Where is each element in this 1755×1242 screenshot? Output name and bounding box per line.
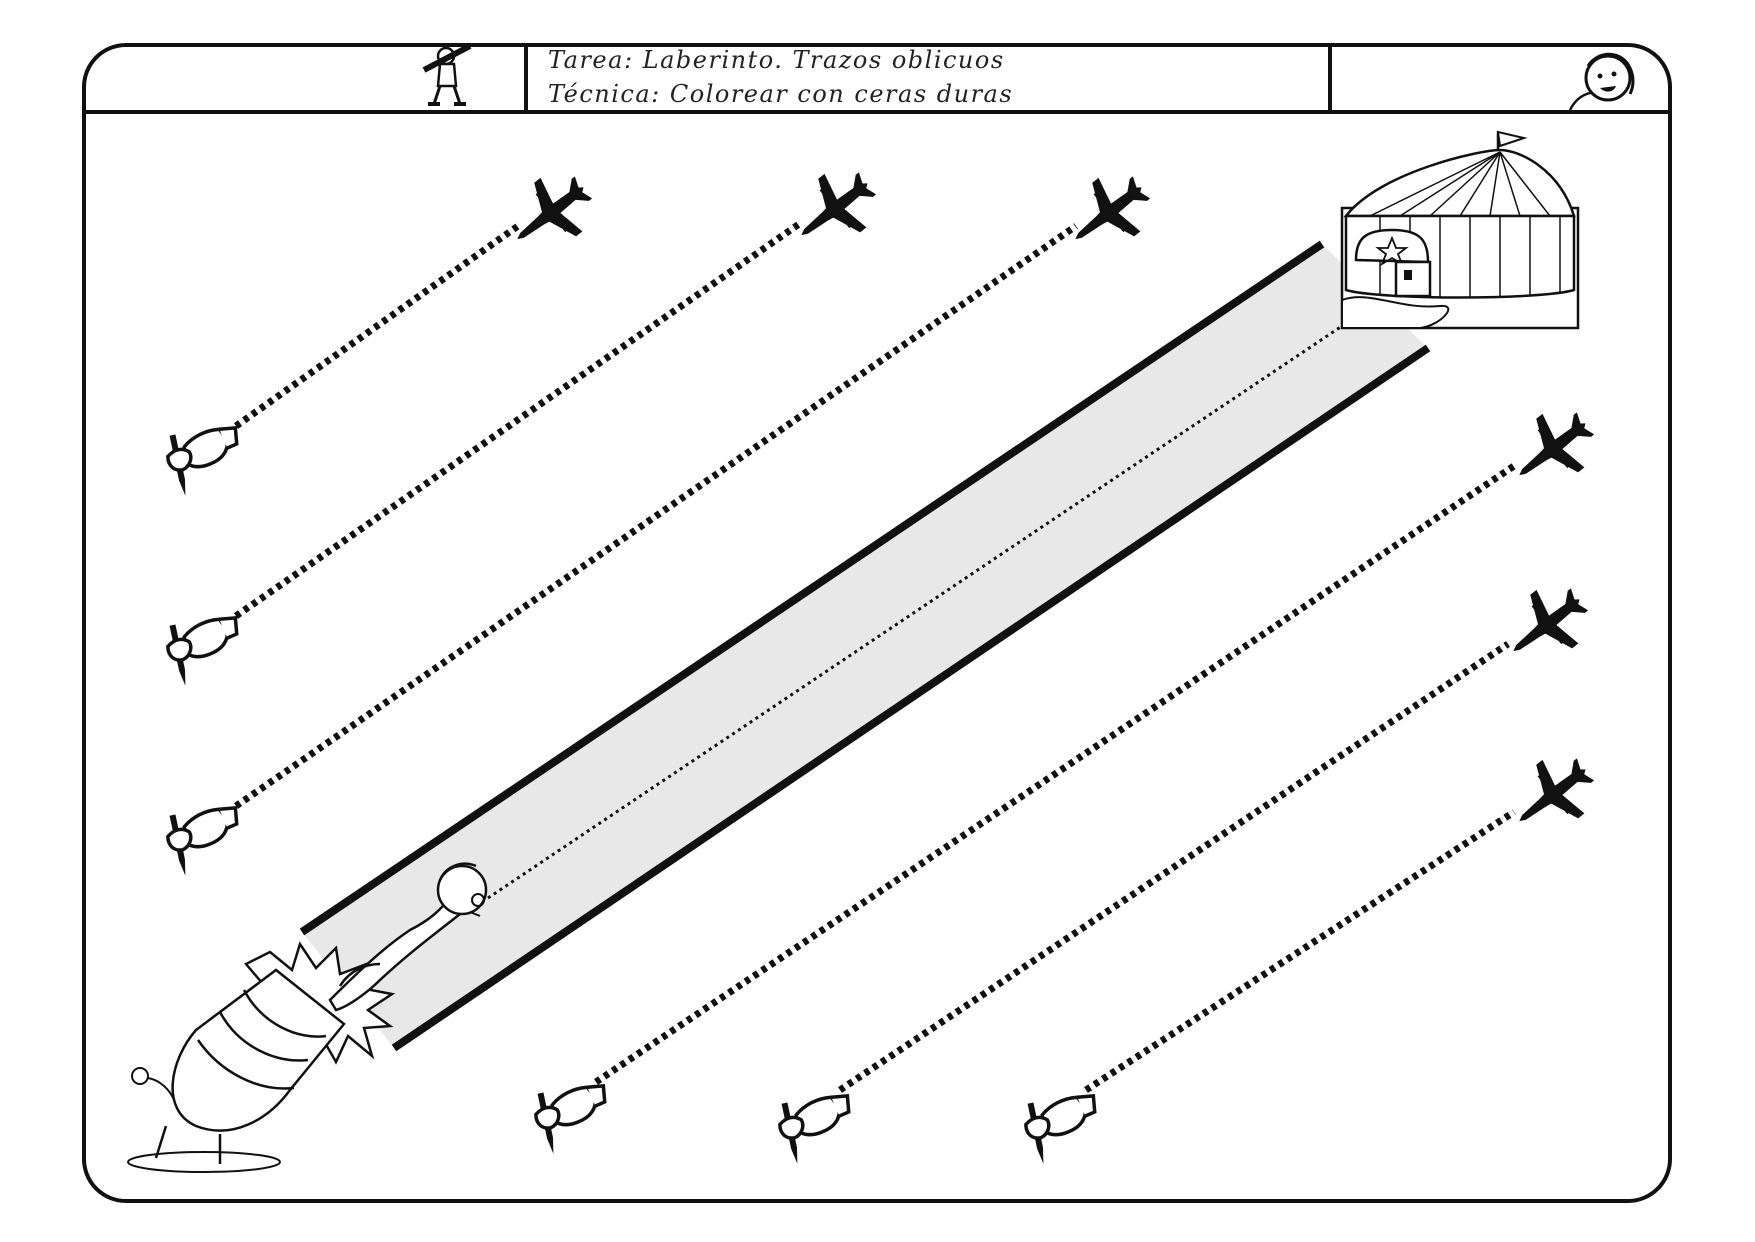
hand-with-pencil-icon xyxy=(773,1088,861,1168)
technique-title: Técnica: Colorear con ceras duras xyxy=(548,80,1014,108)
airplane-icon xyxy=(1054,160,1163,266)
trace-line-upper-1 xyxy=(161,160,605,500)
trace-line-lower-3 xyxy=(1019,742,1607,1168)
circus-tent-icon xyxy=(1340,130,1580,330)
airplane-icon xyxy=(496,160,605,266)
header-column-divider-right xyxy=(1328,43,1332,113)
airplane-icon xyxy=(1492,572,1601,678)
hand-with-pencil-icon xyxy=(161,610,249,690)
trace-line-upper-2 xyxy=(161,156,889,690)
airplane-icon xyxy=(1498,742,1607,848)
trace-line-upper-3 xyxy=(161,160,1163,880)
trace-line-lower-1 xyxy=(529,396,1607,1158)
hand-with-pencil-icon xyxy=(1019,1088,1107,1168)
header-column-divider-left xyxy=(524,43,528,113)
child-carrying-pencil-icon xyxy=(422,43,472,106)
hand-with-pencil-icon xyxy=(529,1078,617,1158)
header-divider xyxy=(86,110,1668,114)
airplane-icon xyxy=(1498,396,1607,502)
hand-with-pencil-icon xyxy=(161,800,249,880)
task-title: Tarea: Laberinto. Trazos oblicuos xyxy=(548,46,1005,74)
trace-line-lower-2 xyxy=(773,572,1601,1168)
hand-with-pencil-icon xyxy=(161,420,249,500)
human-cannonball-icon xyxy=(328,862,488,1012)
airplane-icon xyxy=(780,156,889,262)
worksheet-frame xyxy=(82,43,1672,1203)
child-face-icon xyxy=(1568,52,1635,111)
maze-lane xyxy=(299,240,1431,1052)
